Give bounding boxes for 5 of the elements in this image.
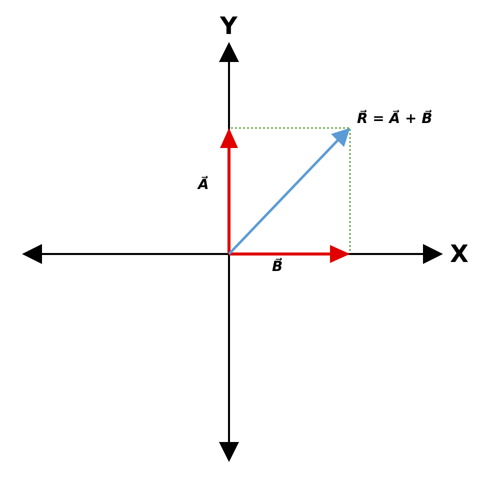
vector-label: B⃗	[272, 260, 283, 274]
axis-label: X	[450, 242, 469, 266]
vector-equation: R⃗ = A⃗ + B⃗	[357, 112, 432, 126]
vector-label: A⃗	[198, 178, 209, 192]
axis-label: Y	[220, 14, 238, 38]
